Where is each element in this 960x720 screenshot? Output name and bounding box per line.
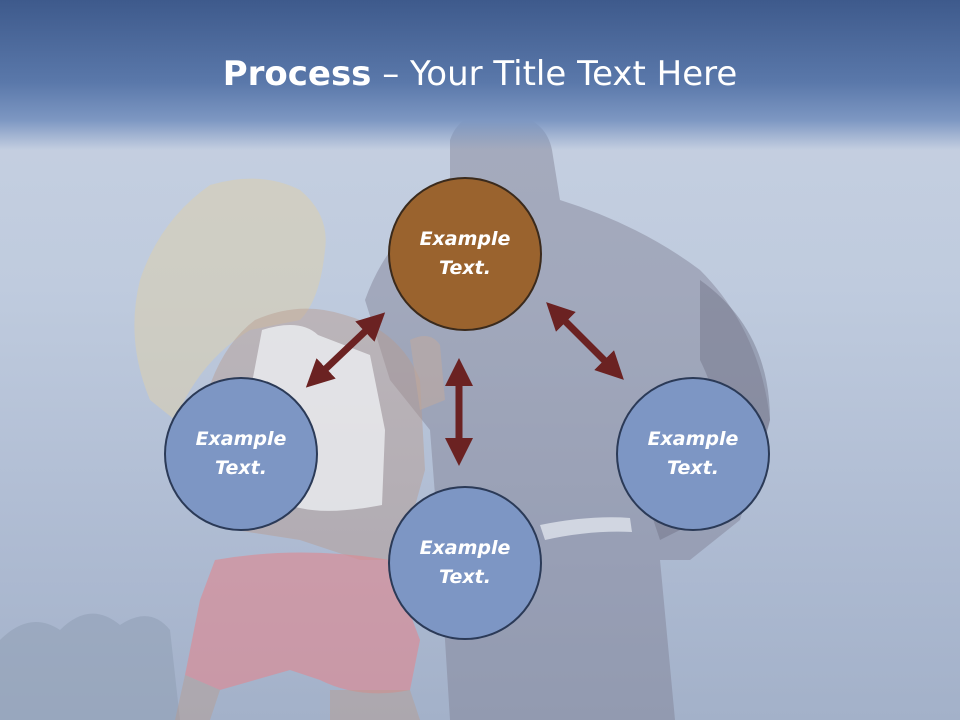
- title-bold: Process: [222, 54, 372, 94]
- node-top-label: Example Text.: [419, 228, 511, 279]
- slide-title: Process – Your Title Text Here: [0, 52, 960, 96]
- node-bottom: Example Text.: [388, 486, 542, 640]
- arrow-top-left: [305, 312, 386, 388]
- title-rest: – Your Title Text Here: [371, 54, 738, 94]
- node-left-label: Example Text.: [195, 428, 287, 479]
- arrow-top-right: [546, 302, 624, 380]
- title-band: [0, 0, 960, 150]
- node-right: Example Text.: [616, 377, 770, 531]
- node-top: Example Text.: [388, 177, 542, 331]
- node-bottom-label: Example Text.: [419, 537, 511, 588]
- node-left: Example Text.: [164, 377, 318, 531]
- node-right-label: Example Text.: [647, 428, 739, 479]
